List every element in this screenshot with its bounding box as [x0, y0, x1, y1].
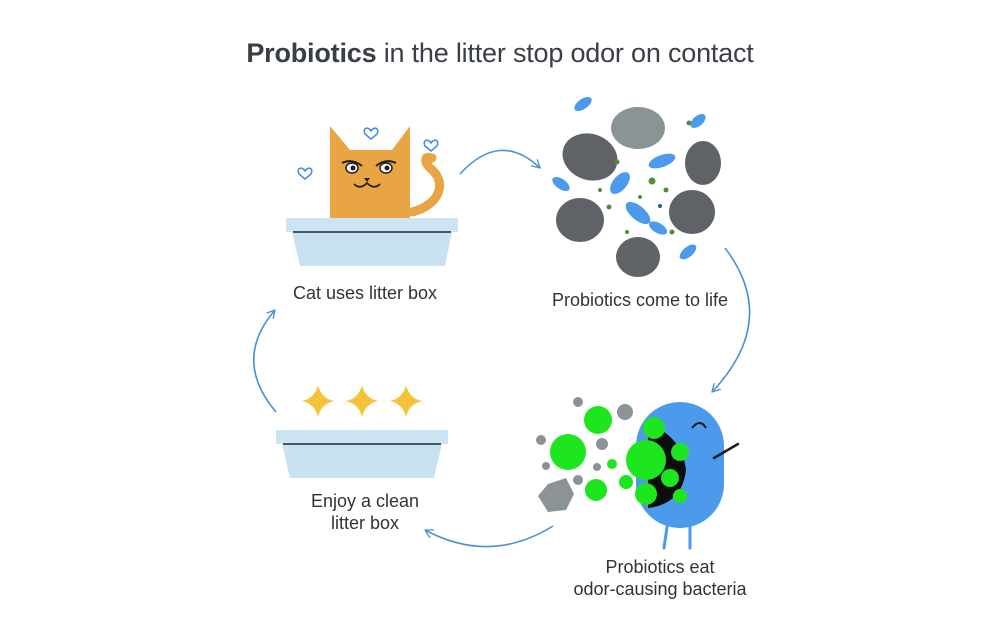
- bacteria: [643, 417, 665, 439]
- litter-stone: [538, 478, 574, 512]
- title-rest: in the litter stop odor on contact: [376, 38, 754, 68]
- bacteria: [550, 434, 586, 470]
- arrow-clean-to-cat: [252, 309, 277, 413]
- heart-icon: [423, 139, 439, 153]
- heart-icon: [297, 167, 313, 181]
- litter-stone: [611, 107, 665, 149]
- litter-stone: [669, 190, 715, 234]
- bacteria: [626, 440, 666, 480]
- probiotic-cell: [574, 96, 592, 112]
- probiotic-cell: [648, 153, 676, 169]
- bacteria: [661, 469, 679, 487]
- bacteria: [584, 406, 612, 434]
- probiotic-cell: [552, 176, 570, 192]
- litter-tray: [286, 218, 458, 266]
- litter-stone: [616, 237, 660, 277]
- bacteria: [619, 475, 633, 489]
- title-emphasis: Probiotics: [246, 38, 377, 68]
- litter-stone: [556, 198, 604, 242]
- arrow-probiotics-to-eat: [711, 247, 751, 393]
- page-title: Probiotics in the litter stop odor on co…: [0, 38, 1000, 69]
- bacteria: [635, 483, 657, 505]
- bacteria: [585, 479, 607, 501]
- probiotics-illustration: [552, 96, 721, 277]
- probiotic-cell: [679, 244, 697, 260]
- litter-stone: [562, 133, 618, 181]
- step-label-cat: Cat uses litter box: [292, 283, 438, 303]
- probiotic-cell: [625, 201, 651, 225]
- step-label-probiotics: Probiotics come to life: [551, 290, 729, 310]
- probiotic-cell: [690, 114, 706, 128]
- arrow-eat-to-clean: [424, 525, 554, 548]
- sparkle-icon: [390, 385, 422, 417]
- probiotic-cell: [648, 221, 668, 235]
- heart-icon: [363, 127, 379, 141]
- litter-tray: [276, 430, 448, 478]
- probiotic-eating-illustration: [536, 397, 740, 550]
- bacteria: [671, 443, 689, 461]
- litter-stone: [685, 141, 721, 185]
- arrow-cat-to-probiotics: [459, 149, 541, 175]
- sparkle-icon: [346, 385, 378, 417]
- cat-litter-box-illustration: [286, 126, 458, 266]
- sparkle-icon: [302, 385, 334, 417]
- bacteria: [607, 459, 617, 469]
- cat-icon: [330, 126, 410, 222]
- cat-tail: [407, 152, 445, 217]
- probiotic-cell: [610, 172, 630, 194]
- bacteria: [673, 489, 687, 503]
- clean-litter-box-illustration: [276, 385, 448, 478]
